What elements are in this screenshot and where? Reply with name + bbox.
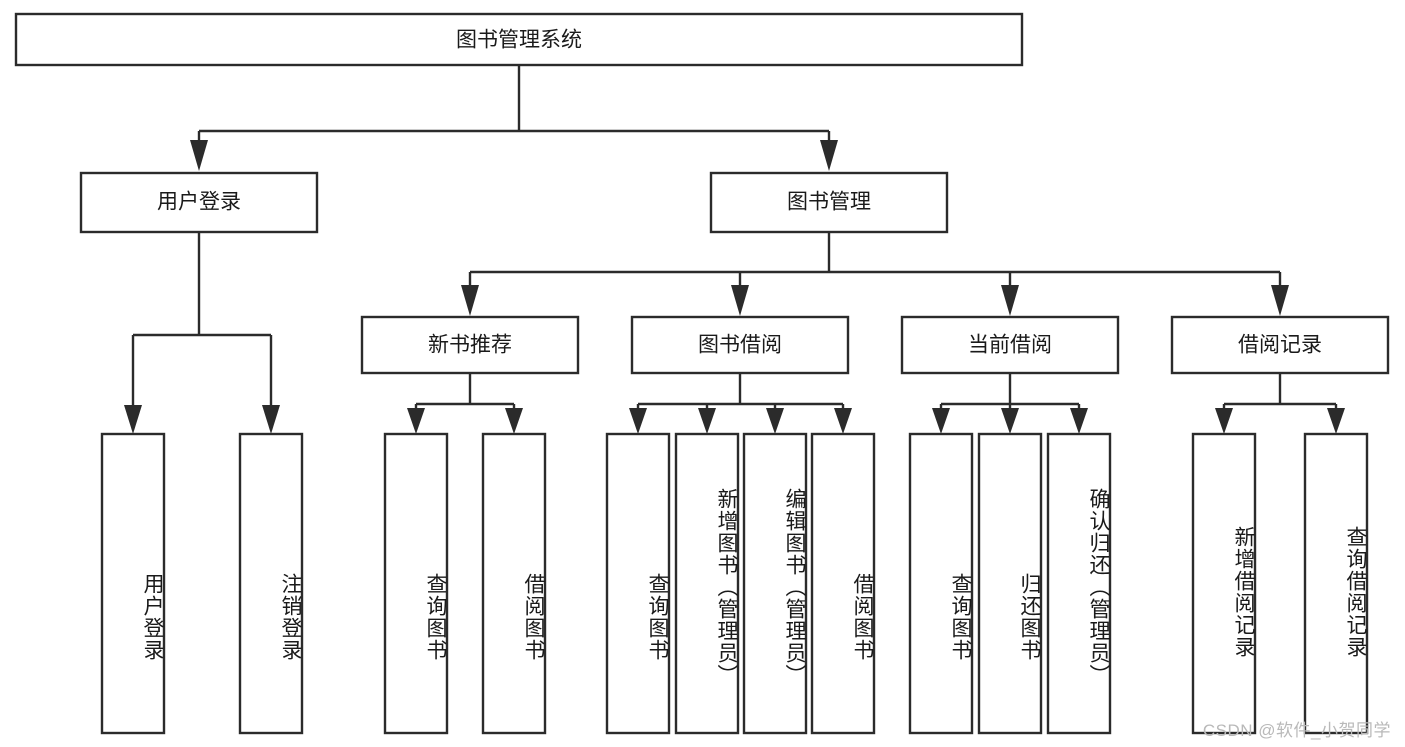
- arrow-head-leaf-edit-book: [766, 408, 784, 434]
- node-current-borrow-label: 当前借阅: [968, 334, 1052, 357]
- node-leaf-query-book-2-box[interactable]: [605, 432, 671, 735]
- node-leaf-query-record-box[interactable]: [1303, 432, 1369, 735]
- node-leaf-add-book-box[interactable]: [674, 432, 740, 735]
- node-leaf-user-login-box[interactable]: [100, 432, 166, 735]
- arrow-head-leaf-add-book: [698, 408, 716, 434]
- arrow-head-new-book-recommend: [461, 285, 479, 316]
- node-borrow-record-box[interactable]: [1170, 315, 1390, 375]
- arrow-head-leaf-add-record: [1215, 408, 1233, 434]
- arrow-head-book-manage: [820, 140, 838, 171]
- arrow-head-leaf-query-book-1: [407, 408, 425, 434]
- node-book-borrow-label: 图书借阅: [698, 334, 782, 357]
- arrow-head-leaf-return-book: [1001, 408, 1019, 434]
- node-leaf-add-record-box[interactable]: [1191, 432, 1257, 735]
- node-book-manage-box[interactable]: [709, 171, 949, 234]
- node-borrow-record-label: 借阅记录: [1238, 334, 1322, 357]
- node-layer: 图书管理系统 用户登录 图书管理 新书推荐 图书借阅 当前借阅 借阅记录: [14, 12, 1390, 735]
- node-leaf-query-book-3-box[interactable]: [908, 432, 974, 735]
- node-book-borrow-box[interactable]: [630, 315, 850, 375]
- arrow-head-leaf-borrow-book-2: [834, 408, 852, 434]
- arrow-head-leaf-query-book-3: [932, 408, 950, 434]
- connector-layer: [124, 65, 1345, 434]
- arrow-head-book-borrow: [731, 285, 749, 316]
- node-user-login-label: 用户登录: [157, 191, 241, 214]
- arrow-head-leaf-borrow-book-1: [505, 408, 523, 434]
- arrow-head-leaf-user-login: [124, 405, 142, 434]
- node-leaf-borrow-book-1-box[interactable]: [481, 432, 547, 735]
- node-current-borrow-box[interactable]: [900, 315, 1120, 375]
- node-leaf-logout-login-box[interactable]: [238, 432, 304, 735]
- node-root-box[interactable]: [14, 12, 1024, 67]
- arrow-head-leaf-confirm-return: [1070, 408, 1088, 434]
- node-book-manage-label: 图书管理: [787, 191, 871, 214]
- node-new-book-recommend-label: 新书推荐: [428, 334, 512, 357]
- node-root-label: 图书管理系统: [456, 29, 582, 52]
- node-new-book-recommend-box[interactable]: [360, 315, 580, 375]
- node-user-login-box[interactable]: [79, 171, 319, 234]
- arrow-head-user-login: [190, 140, 208, 171]
- arrow-head-current-borrow: [1001, 285, 1019, 316]
- arrow-head-borrow-record: [1271, 285, 1289, 316]
- node-leaf-borrow-book-2-box[interactable]: [810, 432, 876, 735]
- node-leaf-query-book-1-box[interactable]: [383, 432, 449, 735]
- arrow-head-leaf-query-book-2: [629, 408, 647, 434]
- csdn-watermark: CSDN @软件_小贺同学: [1202, 721, 1391, 740]
- arrow-head-leaf-logout-login: [262, 405, 280, 434]
- node-leaf-confirm-return-box[interactable]: [1046, 432, 1112, 735]
- node-leaf-return-book-box[interactable]: [977, 432, 1043, 735]
- node-leaf-edit-book-box[interactable]: [742, 432, 808, 735]
- arrow-head-leaf-query-record: [1327, 408, 1345, 434]
